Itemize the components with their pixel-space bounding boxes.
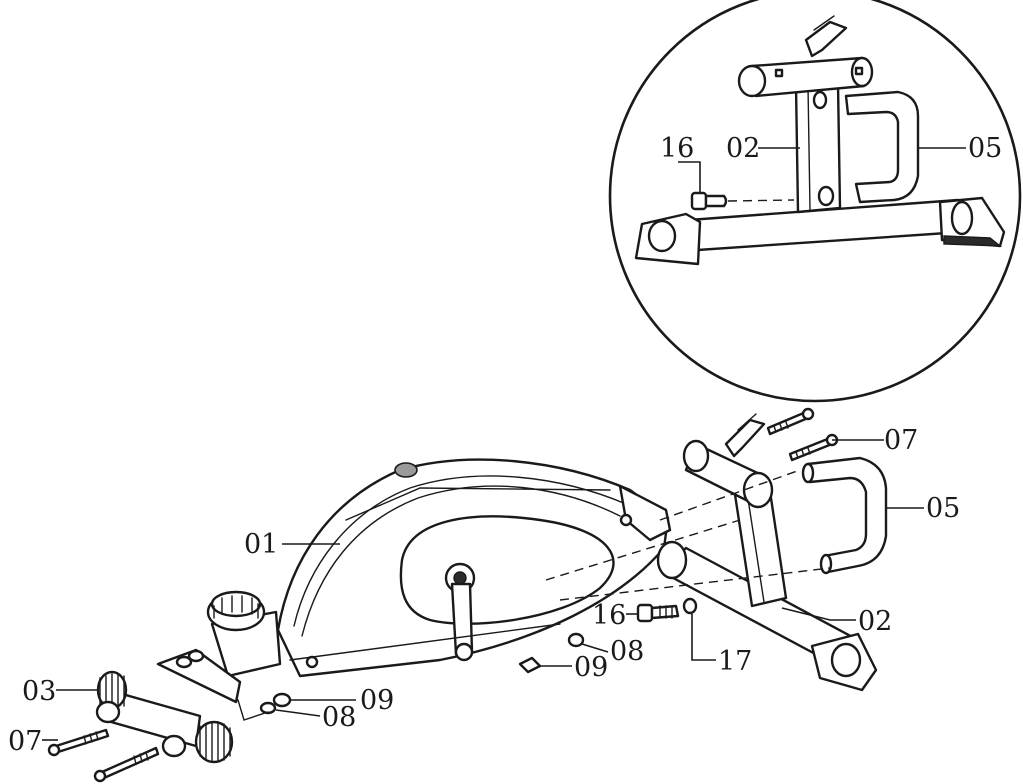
main-frame-01	[276, 458, 672, 678]
tension-knob	[206, 590, 282, 678]
main-assembly: 01 03 07 07 05 02 16 08 09 09 08 17	[8, 407, 960, 783]
washer-mid-label: 08	[610, 636, 644, 667]
washer-08-right	[567, 632, 585, 648]
handle-05	[801, 456, 888, 575]
front-bracket-line	[237, 699, 269, 721]
front-bolt-lower	[93, 746, 160, 783]
nut-lower-label: 09	[360, 685, 394, 716]
front-hardware	[175, 649, 292, 715]
front-stabilizer-label: 03	[22, 676, 56, 707]
align-line-1	[545, 519, 741, 581]
inset-bolt-axis	[727, 199, 795, 202]
inset-handle-05	[844, 90, 920, 204]
washer-rear-leader	[691, 614, 716, 661]
inset-bolt-16	[690, 191, 728, 211]
align-line-2	[559, 567, 831, 601]
inset-handle-label: 05	[968, 133, 1002, 164]
washer-lower-leader	[275, 709, 321, 717]
inset-rear-stabilizer	[634, 196, 1006, 266]
washer-17	[682, 597, 698, 615]
top-bolts-07	[766, 407, 839, 462]
inset-frame-02	[737, 15, 874, 214]
front-bolt-07	[47, 728, 110, 757]
nut-mid-label: 09	[574, 652, 608, 683]
inset-bolt-label: 16	[660, 133, 694, 164]
inset-frame-label: 02	[726, 133, 760, 164]
washer-lower-label: 08	[322, 702, 356, 733]
bolt-front-label: 07	[8, 726, 42, 757]
main-frame-label: 01	[244, 529, 278, 560]
washer-rear-label: 17	[718, 646, 752, 677]
nut-09-right	[518, 656, 542, 674]
washer-mid-leader	[581, 643, 609, 653]
bolt-rear-mount-label: 16	[592, 600, 626, 631]
align-line-3	[659, 469, 801, 521]
rear-frame-label: 02	[858, 606, 892, 637]
detail-inset: 16 02 05	[608, 0, 1022, 403]
inset-bolt-leader	[678, 161, 701, 192]
rear-bolt-16	[636, 603, 680, 623]
handle-label: 05	[926, 493, 960, 524]
front-stabilizer-03	[95, 670, 234, 764]
rear-frame-leader	[781, 607, 856, 621]
rear-stabilizer-02	[656, 413, 878, 692]
bolt-rear-label: 07	[884, 425, 918, 456]
